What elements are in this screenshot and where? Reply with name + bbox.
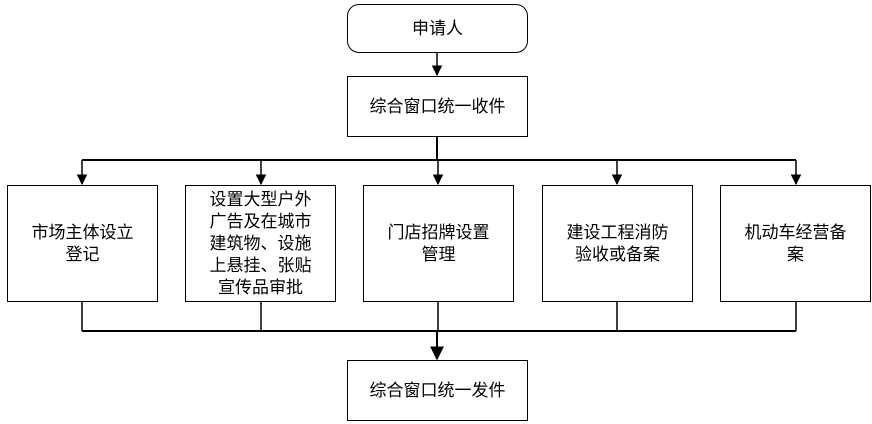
node-applicant-label: 申请人 <box>412 18 463 39</box>
node-market-entity-registration: 市场主体设立 登记 <box>7 185 158 302</box>
node-applicant: 申请人 <box>347 4 528 53</box>
node-storefront-signboard-management: 门店招牌设置 管理 <box>363 185 514 302</box>
node-market-entity-registration-label: 市场主体设立 登记 <box>31 222 134 265</box>
node-motor-vehicle-business-filing-label: 机动车经营备 案 <box>744 222 847 265</box>
node-outdoor-advertising-approval-label: 设置大型户外 广告及在城市 建筑物、设施 上悬挂、张贴 宣传品审批 <box>209 189 312 298</box>
node-motor-vehicle-business-filing: 机动车经营备 案 <box>720 185 871 302</box>
node-unified-receive-label: 综合窗口统一收件 <box>369 96 506 117</box>
node-outdoor-advertising-approval: 设置大型户外 广告及在城市 建筑物、设施 上悬挂、张贴 宣传品审批 <box>185 185 336 302</box>
node-fire-acceptance-filing-label: 建设工程消防 验收或备案 <box>566 222 669 265</box>
node-unified-dispatch: 综合窗口统一发件 <box>347 360 528 421</box>
node-fire-acceptance-filing: 建设工程消防 验收或备案 <box>542 185 693 302</box>
node-storefront-signboard-management-label: 门店招牌设置 管理 <box>387 222 490 265</box>
node-unified-receive: 综合窗口统一收件 <box>347 76 528 137</box>
node-unified-dispatch-label: 综合窗口统一发件 <box>369 380 506 401</box>
